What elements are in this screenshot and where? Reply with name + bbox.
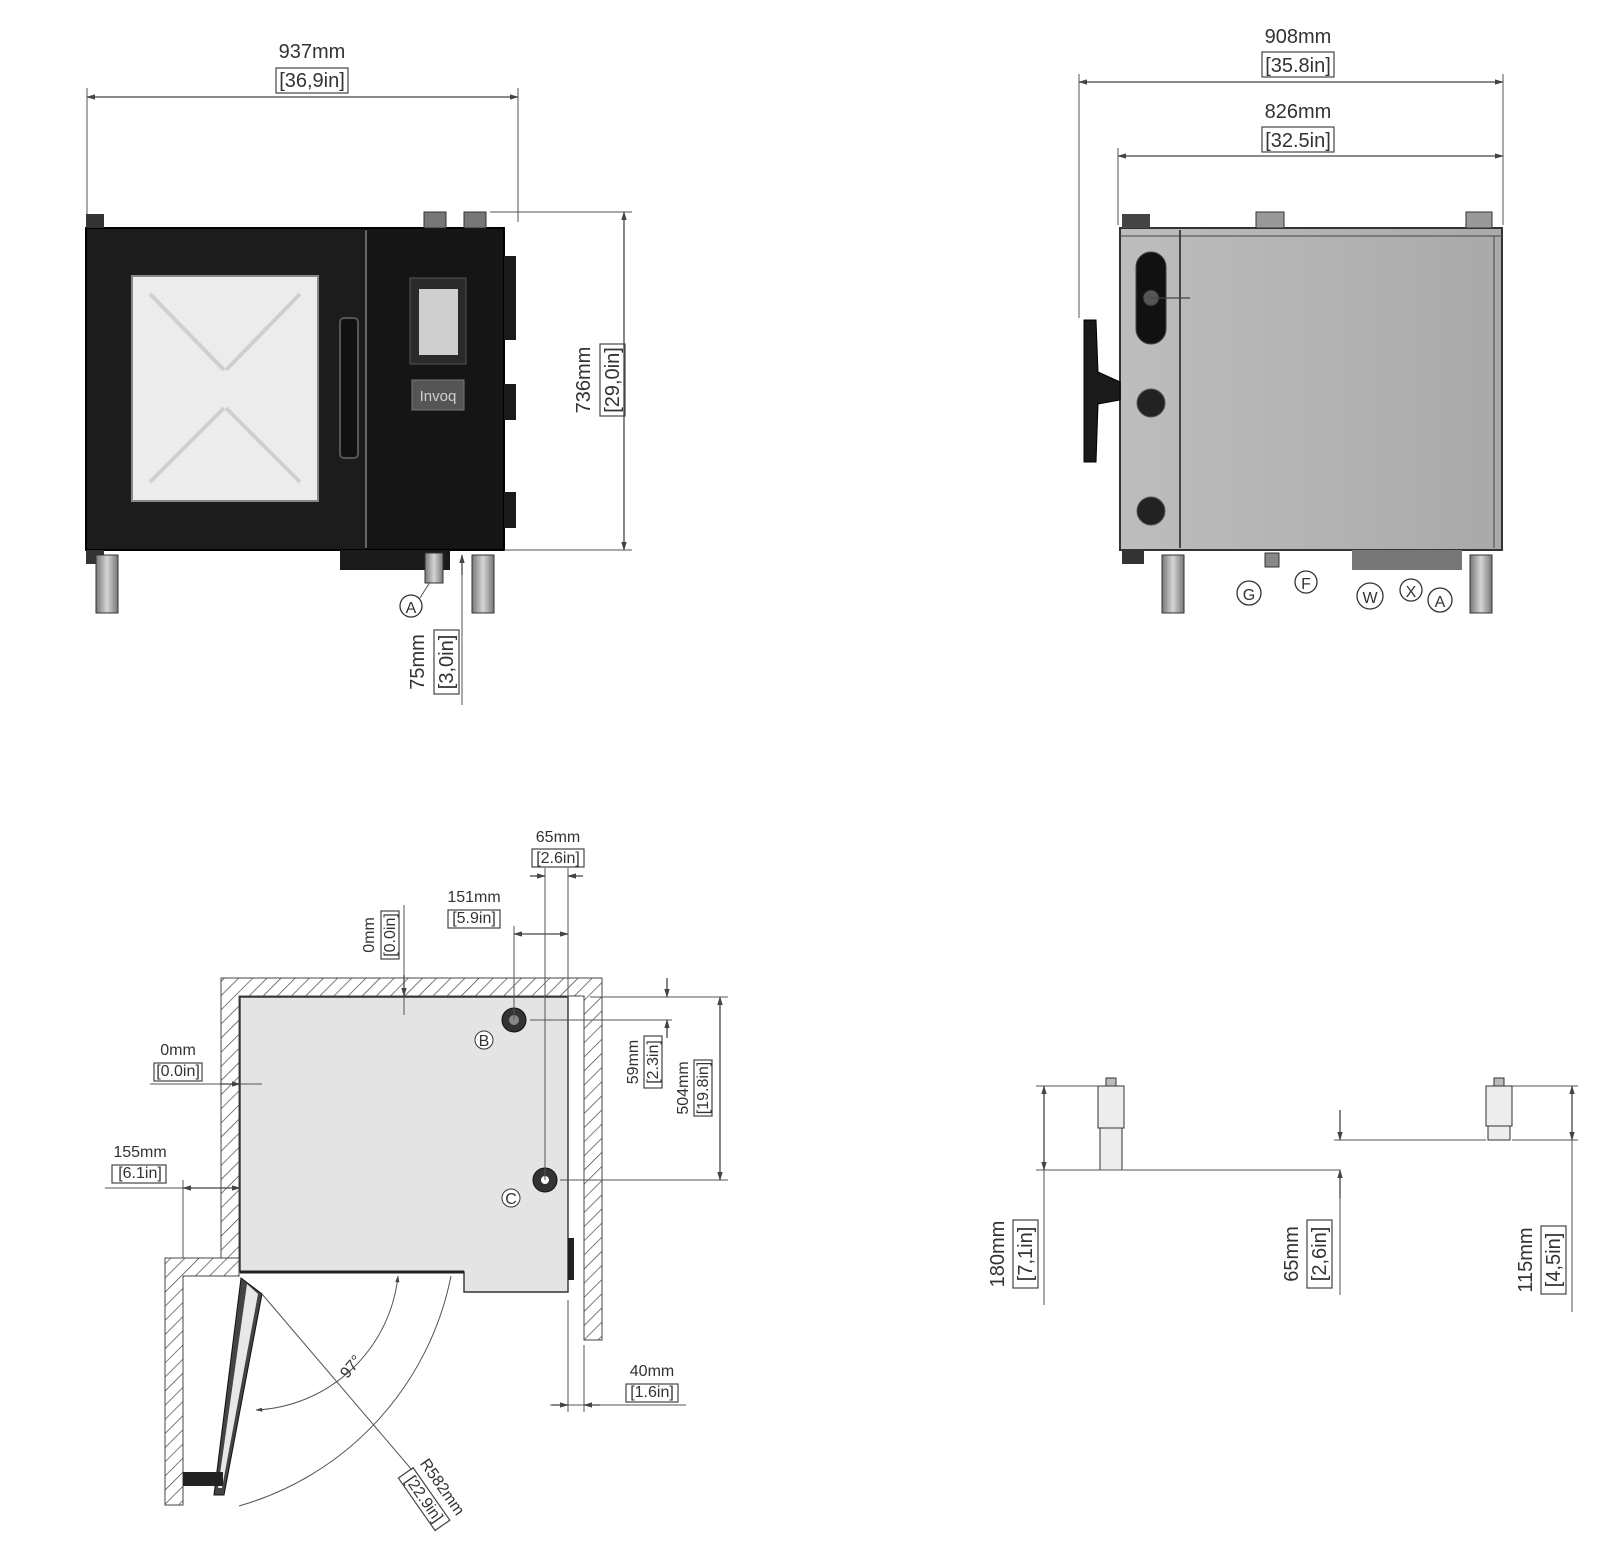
- side-total-in: [35.8in]: [1265, 55, 1331, 77]
- top-d0a-in: [0.0in]: [382, 913, 399, 957]
- top-d151-in: [5.9in]: [452, 910, 496, 927]
- front-leg-right: [471, 554, 495, 614]
- side-label-a: A: [1427, 587, 1453, 613]
- top-d65-mm: 65mm: [536, 829, 580, 846]
- svg-text:G: G: [1243, 587, 1255, 604]
- front-width-mm: 937mm: [279, 41, 346, 63]
- top-label-c: C: [501, 1188, 521, 1208]
- side-label-f: F: [1294, 570, 1318, 594]
- top-d65-in: [2.6in]: [536, 850, 580, 867]
- leg-d180-mm: 180mm: [987, 1221, 1009, 1288]
- front-leg-in: [3,0in]: [436, 635, 458, 689]
- side-view: 908mm [35.8in] 826mm [32.5in] G: [1078, 26, 1504, 614]
- side-panel: [1119, 227, 1503, 551]
- side-body-in: [32.5in]: [1265, 130, 1331, 152]
- legs-view: 180mm [7,1in] 65mm [2,6in] 115mm [4,5in]: [987, 1077, 1578, 1312]
- svg-text:A: A: [1435, 594, 1446, 611]
- top-d0b-in: [0.0in]: [156, 1063, 200, 1080]
- front-leg-left: [95, 554, 119, 614]
- front-height-mm: 736mm: [573, 347, 595, 414]
- front-height-in: [29,0in]: [602, 347, 624, 413]
- leg-adjustable: [1097, 1085, 1125, 1129]
- top-d40-mm: 40mm: [630, 1363, 674, 1380]
- side-label-x: X: [1399, 578, 1423, 602]
- top-d0a-mm: 0mm: [361, 917, 378, 953]
- top-d504-mm: 504mm: [675, 1061, 692, 1114]
- top-d59-in: [2.3in]: [645, 1040, 662, 1084]
- front-label-a: A: [406, 600, 417, 617]
- leg-d180-in: [7,1in]: [1015, 1227, 1037, 1281]
- touch-screen: [419, 289, 458, 355]
- svg-text:W: W: [1362, 590, 1378, 607]
- front-width-in: [36,9in]: [279, 70, 345, 92]
- side-total-mm: 908mm: [1265, 26, 1332, 48]
- top-label-b: B: [474, 1030, 494, 1050]
- top-d504-in: [19.8in]: [695, 1062, 712, 1114]
- leg-d65-mm: 65mm: [1281, 1226, 1303, 1282]
- side-label-w: W: [1356, 582, 1384, 610]
- brand-logo: Invoq: [420, 388, 457, 405]
- svg-text:B: B: [479, 1033, 490, 1050]
- leg-d115-mm: 115mm: [1515, 1227, 1537, 1292]
- top-d40-in: [1.6in]: [630, 1384, 674, 1401]
- side-label-g: G: [1236, 580, 1262, 606]
- leg-d65-in: [2,6in]: [1309, 1227, 1331, 1281]
- leg-short: [1485, 1085, 1513, 1127]
- svg-text:C: C: [505, 1191, 517, 1208]
- side-body-mm: 826mm: [1265, 101, 1332, 123]
- door-handle: [339, 317, 359, 459]
- top-view: B C 97° R582mm [22.9in] 65mm [2.6in]: [105, 829, 728, 1532]
- top-d155-mm: 155mm: [113, 1144, 166, 1161]
- front-view: 937mm [36,9in] Invoq: [85, 41, 632, 705]
- top-d59-mm: 59mm: [625, 1040, 642, 1084]
- front-leg-mm: 75mm: [407, 634, 429, 690]
- svg-text:X: X: [1406, 584, 1417, 601]
- door-window: [131, 275, 319, 502]
- leg-d115-in: [4,5in]: [1543, 1233, 1565, 1287]
- top-d151-mm: 151mm: [447, 889, 500, 906]
- top-d155-in: [6.1in]: [118, 1165, 162, 1182]
- svg-text:F: F: [1301, 576, 1311, 593]
- door-angle: 97°: [337, 1352, 366, 1381]
- top-d0b-mm: 0mm: [160, 1042, 196, 1059]
- oven-footprint: [239, 996, 569, 1293]
- side-door-handle: [1083, 319, 1121, 463]
